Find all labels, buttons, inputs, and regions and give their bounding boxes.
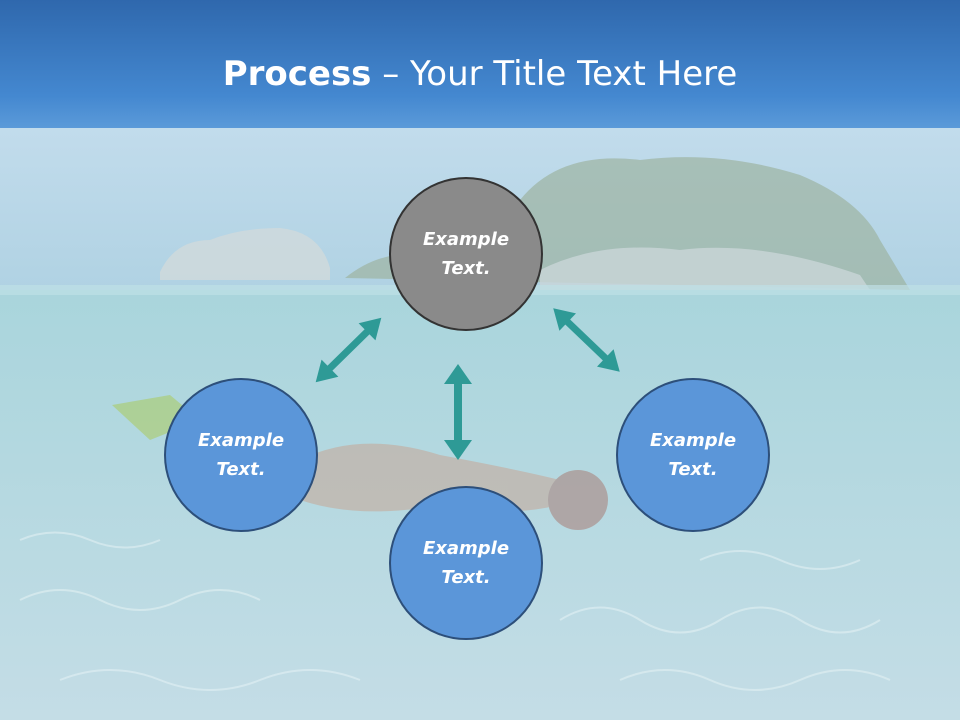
node-bottom-circle[interactable]: Example Text. [389, 486, 543, 640]
slide-title: Process – Your Title Text Here [0, 50, 960, 98]
node-right-label: Example Text. [649, 430, 737, 480]
node-top-circle[interactable]: Example Text. [389, 177, 543, 331]
node-bottom-label: Example Text. [422, 538, 510, 588]
node-left-circle[interactable]: Example Text. [164, 378, 318, 532]
title-bold: Process [222, 54, 372, 94]
node-left-label: Example Text. [197, 430, 285, 480]
node-right-circle[interactable]: Example Text. [616, 378, 770, 532]
node-top-label: Example Text. [422, 229, 510, 279]
title-rest: – Your Title Text Here [371, 54, 738, 94]
